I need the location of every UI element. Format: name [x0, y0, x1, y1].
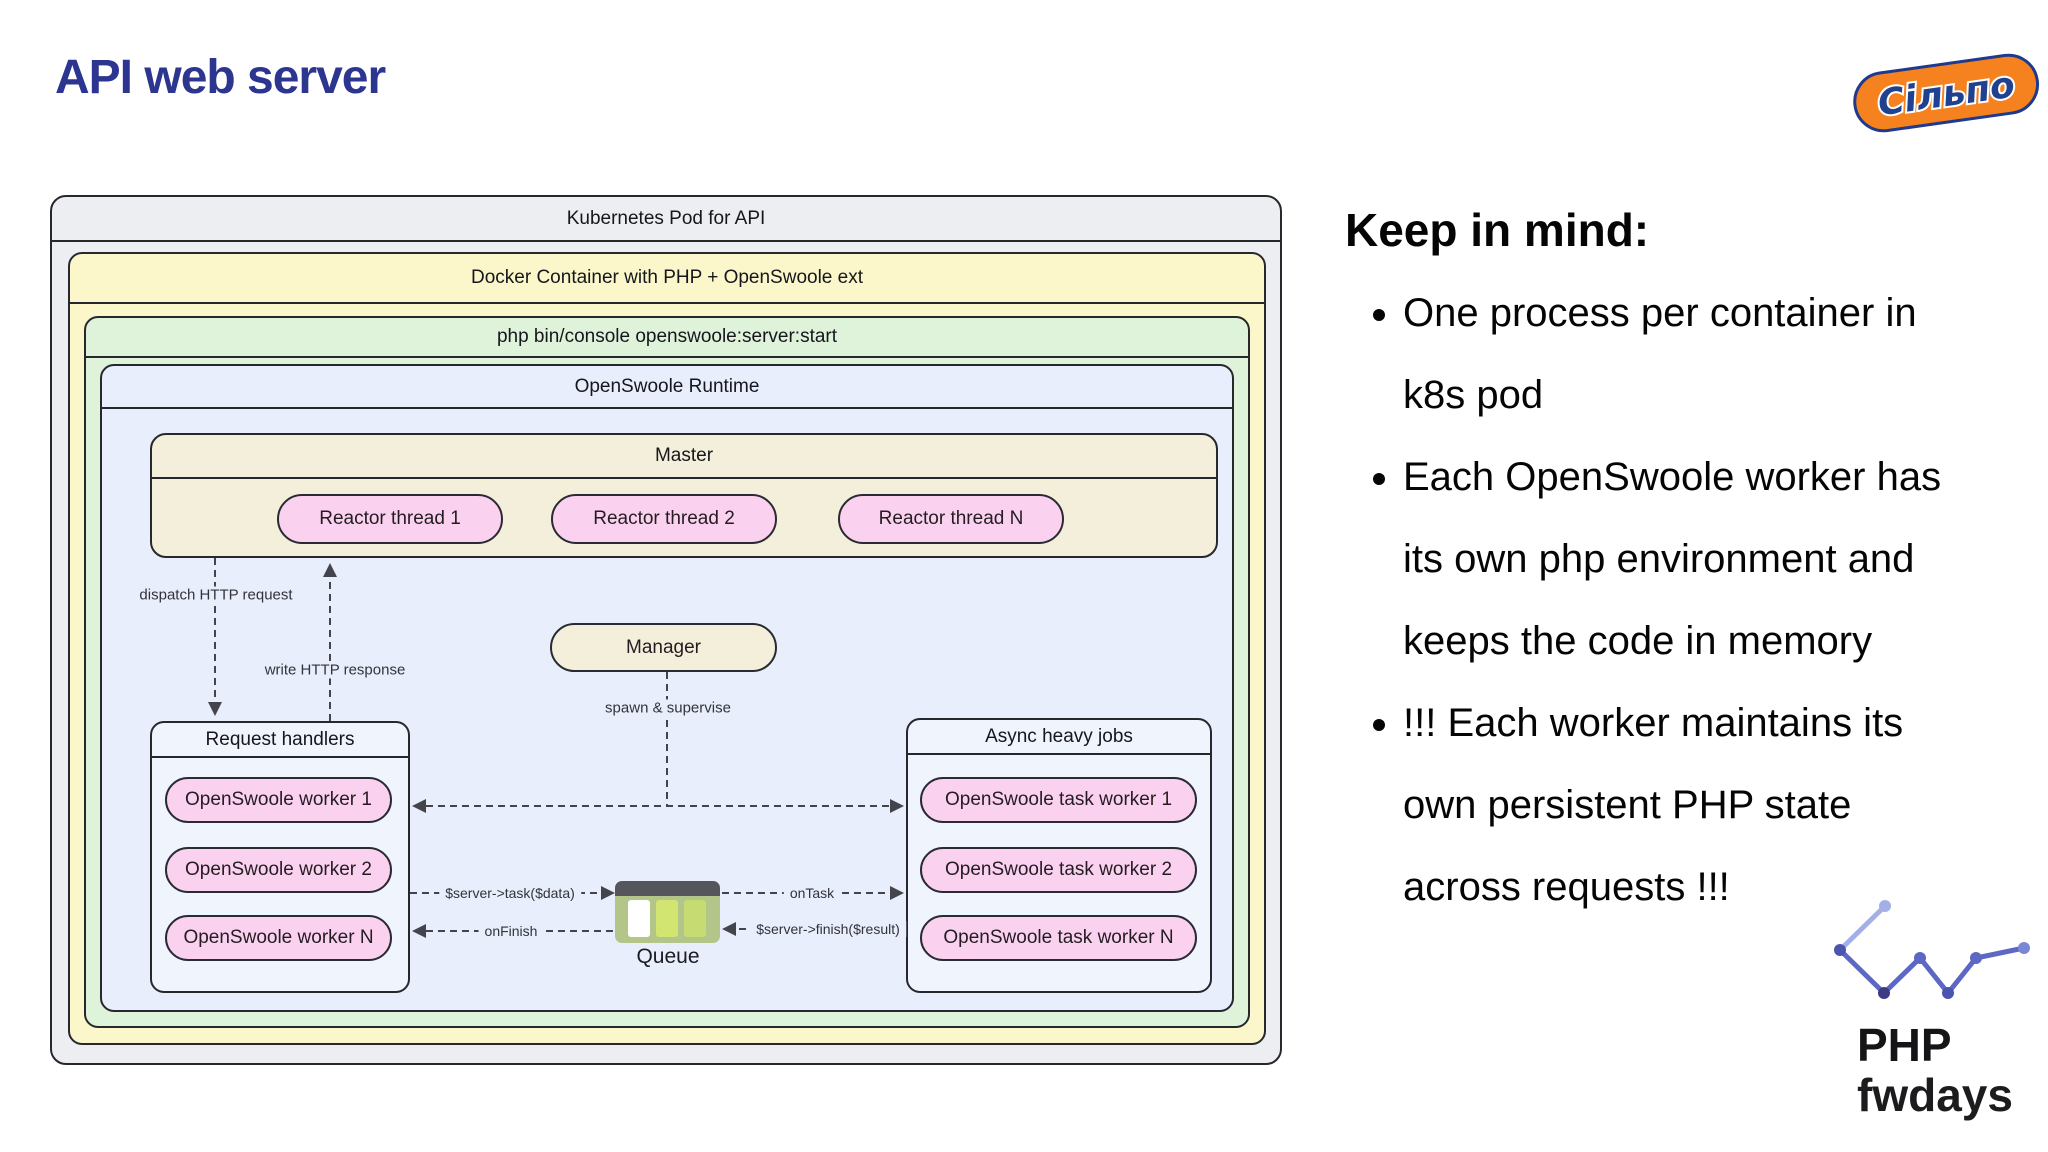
runtime-label: OpenSwoole Runtime — [574, 376, 760, 397]
queue-slot-empty — [628, 900, 650, 937]
silpo-logo: Сільпо — [1848, 44, 2044, 140]
queue-label: Queue — [636, 945, 700, 968]
docker-container-header: Docker Container with PHP + OpenSwoole e… — [70, 254, 1264, 304]
reactor-thread-1: Reactor thread 1 — [277, 494, 503, 544]
queue-icon-body — [615, 896, 720, 943]
note-item-2: Each OpenSwoole worker has its own php e… — [1403, 436, 2048, 682]
console-command-label: php bin/console openswoole:server:start — [496, 326, 838, 347]
console-command-header: php bin/console openswoole:server:start — [86, 318, 1248, 358]
master-header: Master — [152, 435, 1216, 479]
note-item-3: !!! Each worker maintains its own persis… — [1403, 682, 2048, 928]
reactor-thread-2-label: Reactor thread 2 — [593, 508, 735, 529]
task-worker-n: OpenSwoole task worker N — [920, 915, 1197, 961]
master-label: Master — [654, 445, 714, 466]
edge-label-task: $server->task($data) — [439, 885, 581, 901]
fwdays-logo-php: PHP — [1857, 1019, 1952, 1071]
edge-label-spawn: spawn & supervise — [599, 699, 737, 717]
runtime-header: OpenSwoole Runtime — [102, 366, 1232, 409]
task-worker-2-label: OpenSwoole task worker 2 — [944, 859, 1173, 880]
edge-label-finish: $server->finish($result) — [750, 921, 906, 937]
notes-heading: Keep in mind: — [1345, 204, 1650, 256]
reactor-thread-n-label: Reactor thread N — [878, 508, 1024, 529]
kubernetes-pod-label: Kubernetes Pod for API — [566, 208, 766, 229]
queue-slot-job-2 — [684, 900, 706, 937]
request-handlers-header: Request handlers — [152, 723, 408, 758]
reactor-thread-1-label: Reactor thread 1 — [319, 508, 461, 529]
async-jobs-header: Async heavy jobs — [908, 720, 1210, 755]
openswoole-worker-2: OpenSwoole worker 2 — [165, 847, 392, 893]
reactor-thread-2: Reactor thread 2 — [551, 494, 777, 544]
openswoole-worker-n: OpenSwoole worker N — [165, 915, 392, 961]
edge-label-ontask: onTask — [783, 885, 841, 901]
fwdays-logo-graphic — [1834, 900, 2030, 999]
task-worker-2: OpenSwoole task worker 2 — [920, 847, 1197, 893]
task-worker-1: OpenSwoole task worker 1 — [920, 777, 1197, 823]
fwdays-logo-word: fwdays — [1857, 1069, 2013, 1121]
openswoole-worker-n-label: OpenSwoole worker N — [183, 927, 374, 948]
manager-pill: Manager — [550, 623, 777, 672]
edge-label-dispatch: dispatch HTTP request — [133, 586, 299, 604]
task-worker-n-label: OpenSwoole task worker N — [943, 927, 1174, 948]
reactor-thread-n: Reactor thread N — [838, 494, 1064, 544]
docker-container-label: Docker Container with PHP + OpenSwoole e… — [471, 267, 863, 288]
openswoole-worker-1: OpenSwoole worker 1 — [165, 777, 392, 823]
page-title: API web server — [55, 51, 386, 104]
queue-slot-job-1 — [656, 900, 678, 937]
silpo-logo-graphic: Сільпо — [1853, 53, 2040, 133]
openswoole-worker-2-label: OpenSwoole worker 2 — [185, 859, 372, 880]
queue-icon — [615, 881, 720, 943]
note-item-1: One process per container in k8s pod — [1403, 272, 2048, 436]
openswoole-worker-1-label: OpenSwoole worker 1 — [185, 789, 372, 810]
edge-label-onfinish: onFinish — [478, 923, 544, 939]
kubernetes-pod-header: Kubernetes Pod for API — [52, 197, 1280, 242]
queue-icon-topbar — [615, 881, 720, 896]
architecture-diagram: Kubernetes Pod for API Docker Container … — [50, 195, 1282, 1065]
edge-label-write-response: write HTTP response — [258, 661, 412, 679]
request-handlers-label: Request handlers — [205, 729, 355, 750]
manager-label: Manager — [626, 636, 701, 658]
async-jobs-label: Async heavy jobs — [985, 726, 1133, 747]
notes-list: One process per container in k8s pod Eac… — [1345, 272, 2048, 928]
task-worker-1-label: OpenSwoole task worker 1 — [944, 789, 1173, 810]
